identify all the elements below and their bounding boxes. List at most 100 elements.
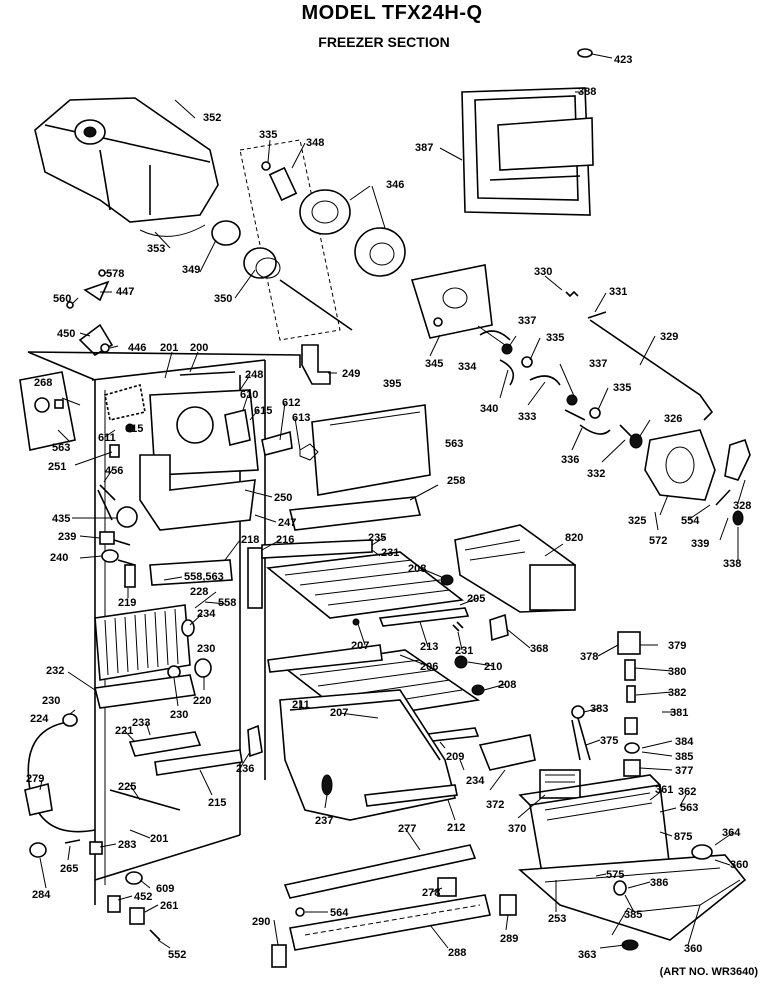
part-clip-290: [271, 944, 287, 968]
callout-609: 609: [156, 883, 174, 895]
part-dispenser-door: [461, 48, 594, 216]
part-bracket-279: [24, 783, 53, 816]
part-bracket-236: [247, 724, 263, 758]
callout-212: 212: [447, 822, 465, 834]
part-grille-slots: [304, 904, 481, 936]
callout-215: 215: [208, 797, 226, 809]
part-roller-284: [29, 842, 47, 858]
part-spring-364: [691, 844, 713, 860]
callout-250: 250: [274, 492, 292, 504]
callout-564: 564: [330, 907, 349, 919]
callout-336: 336: [561, 454, 579, 466]
callout-208-b: 208: [498, 679, 516, 691]
callout-330: 330: [534, 266, 552, 278]
callout-230-c: 230: [170, 709, 188, 721]
part-rail-215: [154, 749, 243, 776]
callout-348: 348: [306, 137, 324, 149]
callout-345: 345: [425, 358, 443, 370]
callout-552: 552: [168, 949, 186, 961]
callout-328: 328: [733, 500, 751, 512]
part-screw-564: [295, 907, 305, 917]
part-base-pan-360: [518, 854, 747, 941]
callout-363: 363: [578, 949, 596, 961]
callout-232: 232: [46, 665, 64, 677]
callout-820: 820: [565, 532, 583, 544]
callout-450: 450: [57, 328, 75, 340]
callout-230-b: 230: [42, 695, 60, 707]
callout-333: 333: [518, 411, 536, 423]
callout-350: 350: [214, 293, 232, 305]
callout-220: 220: [193, 695, 211, 707]
callout-615-a: 615: [125, 423, 143, 435]
callout-558-563: 558,563: [184, 571, 224, 583]
callout-578: 578: [106, 268, 124, 280]
part-linkage: [479, 330, 636, 441]
callout-205: 205: [467, 593, 485, 605]
callout-612: 612: [282, 397, 300, 409]
part-upper-shelf: [261, 539, 470, 627]
callout-251: 251: [48, 461, 66, 473]
callout-452: 452: [134, 891, 152, 903]
callout-219: 219: [118, 597, 136, 609]
part-fan-housing: [629, 429, 751, 526]
part-clip-368: [489, 613, 509, 642]
part-roller-609: [125, 871, 143, 885]
callout-338: 338: [723, 558, 741, 570]
callout-388: 388: [578, 86, 596, 98]
callout-352: 352: [203, 112, 221, 124]
callout-230-a: 230: [197, 643, 215, 655]
callout-554: 554: [681, 515, 700, 527]
callout-360-a: 360: [730, 859, 748, 871]
part-spring: [565, 290, 579, 298]
callout-284: 284: [32, 889, 51, 901]
callout-237: 237: [315, 815, 333, 827]
part-evaporator-coil: [94, 604, 212, 681]
callout-353: 353: [147, 243, 165, 255]
callout-201-b: 201: [150, 833, 168, 845]
part-clip-289: [499, 894, 517, 916]
part-relay-370: [539, 769, 581, 799]
part-drain-pan: [94, 674, 196, 709]
model-title: MODEL TFX24H-Q: [301, 2, 483, 24]
callout-201-a: 201: [160, 342, 178, 354]
callout-240: 240: [50, 552, 68, 564]
callout-225: 225: [118, 781, 136, 793]
callout-349: 349: [182, 264, 200, 276]
callout-247: 247: [278, 517, 296, 529]
callout-277: 277: [398, 823, 416, 835]
callout-235: 235: [368, 532, 386, 544]
callout-234-b: 234: [466, 775, 485, 787]
callout-261: 261: [160, 900, 178, 912]
callout-283: 283: [118, 839, 136, 851]
callout-335-c: 335: [613, 382, 631, 394]
callout-208-a: 208: [408, 563, 426, 575]
callout-378: 378: [580, 651, 598, 663]
section-title: FREEZER SECTION: [318, 34, 450, 50]
callout-228: 228: [190, 586, 208, 598]
callout-331: 331: [609, 286, 627, 298]
part-duct: [247, 547, 263, 609]
callout-248: 248: [245, 369, 263, 381]
callout-446: 446: [128, 342, 146, 354]
part-rail-225: [109, 789, 181, 811]
part-valve-stack: [571, 631, 641, 777]
callout-613: 613: [292, 412, 310, 424]
callout-379: 379: [668, 640, 686, 652]
callout-563-c: 563: [680, 802, 698, 814]
callout-380: 380: [668, 666, 686, 678]
callout-239: 239: [58, 531, 76, 543]
part-screw-552: [149, 929, 161, 941]
leader-lines: [39, 53, 746, 949]
callout-386: 386: [650, 877, 668, 889]
callout-211: 211: [292, 699, 310, 711]
callout-258: 258: [447, 475, 465, 487]
part-clip-208: [471, 684, 485, 696]
callout-364: 364: [722, 827, 741, 839]
callout-423: 423: [614, 54, 632, 66]
callout-289: 289: [500, 933, 518, 945]
part-clip-278: [437, 877, 457, 897]
callout-279: 279: [26, 773, 44, 785]
callout-337-a: 337: [518, 315, 536, 327]
part-drain-trough: [128, 731, 202, 757]
